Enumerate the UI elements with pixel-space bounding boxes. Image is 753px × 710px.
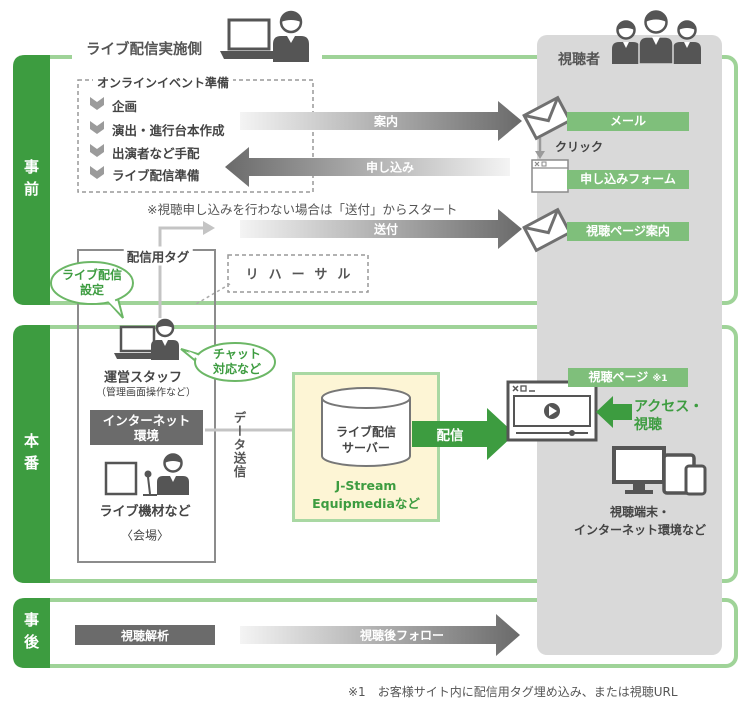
click-label: クリック: [555, 140, 604, 154]
tag-box-title: 配信用タグ: [123, 246, 193, 266]
server-cylinder-icon: [321, 387, 411, 467]
prep-item: 出演者など手配: [112, 146, 200, 161]
prep-title: オンラインイベント準備: [93, 74, 234, 91]
send-note: ※視聴申し込みを行わない場合は「送付」からスタート: [147, 202, 458, 217]
access-label: アクセス・ 視聴: [634, 398, 703, 434]
mail-envelope-icon: [522, 95, 572, 141]
delivery-arrow: [412, 408, 515, 460]
video-player-icon: [506, 380, 598, 442]
internet-line: インターネット: [102, 412, 191, 428]
setup-bubble-line: ライブ配信: [61, 268, 123, 282]
chat-bubble-text: チャット 対応など: [213, 347, 261, 377]
venue-microphone-person-icon: [104, 453, 189, 496]
phase-main-label: 本番: [13, 424, 50, 486]
prep-chevron-icons: [90, 97, 104, 179]
viewer-panel: [537, 35, 722, 655]
phase-after-label: 事後: [13, 603, 50, 665]
page-guide-envelope-icon: [522, 207, 572, 253]
rehearsal-label: リハーサル: [245, 267, 361, 283]
guide-arrow: [240, 101, 522, 141]
data-send-label: データ送信: [229, 403, 249, 487]
phase-before-text: 事前: [22, 159, 40, 203]
phase-main-text: 本番: [22, 433, 40, 477]
view-page-label: 視聴ページ ※1: [568, 368, 688, 387]
form-window-icon: [531, 159, 569, 193]
prep-item: 演出・進行台本作成: [112, 123, 225, 138]
staff-laptop-person-icon: [114, 318, 179, 360]
guide-label: 案内: [373, 114, 399, 129]
form-label: 申し込みフォーム: [567, 170, 689, 189]
data-send-text: データ送信: [231, 411, 247, 479]
server-name-line: サーバー: [342, 441, 390, 455]
click-arrow: [535, 138, 545, 159]
prep-box: [77, 79, 314, 193]
setup-bubble-text: ライブ配信 設定: [62, 268, 122, 298]
send-arrow: [240, 209, 522, 249]
equipment-label: ライブ機材など: [99, 504, 191, 520]
view-page-text: 視聴ページ: [588, 370, 649, 384]
footnote: ※1 お客様サイト内に配信用タグ埋め込み、または視聴URL: [348, 685, 678, 699]
view-page-note: ※1: [652, 374, 668, 384]
server-name-line: ライブ配信: [335, 425, 397, 439]
chat-speech-bubble: [180, 342, 276, 382]
internet-box: インターネット 環境: [90, 410, 203, 445]
access-line: 視聴: [634, 417, 662, 433]
staff-note: （管理画面操作など）: [96, 387, 196, 399]
phase-after-text: 事後: [22, 612, 40, 656]
send-label: 送付: [373, 222, 399, 237]
host-side-title: ライブ配信実施側: [86, 42, 202, 58]
phase-before-label: 事前: [13, 150, 50, 212]
rehearsal-connector: [195, 283, 231, 305]
devices-line: インターネット環境など: [573, 523, 707, 537]
staff-label: 運営スタッフ: [103, 370, 183, 386]
server-provider-line: Equipmediaなど: [312, 496, 420, 511]
mail-label: メール: [567, 112, 689, 131]
access-arrow: [596, 396, 632, 428]
viewers-title: 視聴者: [558, 52, 600, 68]
rehearsal-box: [227, 254, 369, 293]
server-providers: J-Stream Equipmediaなど: [312, 477, 420, 513]
setup-bubble-line: 設定: [79, 283, 105, 297]
venue-label: 〈会場〉: [120, 528, 170, 543]
follow-up-label: 視聴後フォロー: [359, 628, 445, 643]
access-line: アクセス・: [634, 399, 704, 415]
devices-label: 視聴端末・ インターネット環境など: [574, 503, 706, 539]
setup-speech-bubble: [50, 261, 134, 319]
analysis-box: 視聴解析: [75, 625, 215, 645]
prep-item: ライブ配信準備: [112, 168, 200, 183]
delivery-label: 配信: [436, 428, 464, 444]
apply-label: 申し込み: [365, 160, 415, 175]
devices-line: 視聴端末・: [609, 505, 671, 519]
server-name: ライブ配信 サーバー: [336, 424, 396, 456]
internet-line: 環境: [133, 427, 159, 443]
chat-bubble-line: 対応など: [212, 362, 262, 376]
viewers-group-icon: [612, 10, 701, 65]
host-laptop-person-icon: [220, 10, 309, 62]
tag-to-send-arrow: [158, 221, 215, 318]
devices-icon: [612, 446, 707, 496]
page-guide-label: 視聴ページ案内: [567, 222, 689, 241]
apply-arrow: [225, 147, 510, 187]
server-provider-line: J-Stream: [335, 478, 397, 493]
chat-bubble-line: チャット: [213, 347, 261, 361]
follow-up-arrow: [240, 614, 520, 656]
prep-item: 企画: [112, 99, 138, 114]
